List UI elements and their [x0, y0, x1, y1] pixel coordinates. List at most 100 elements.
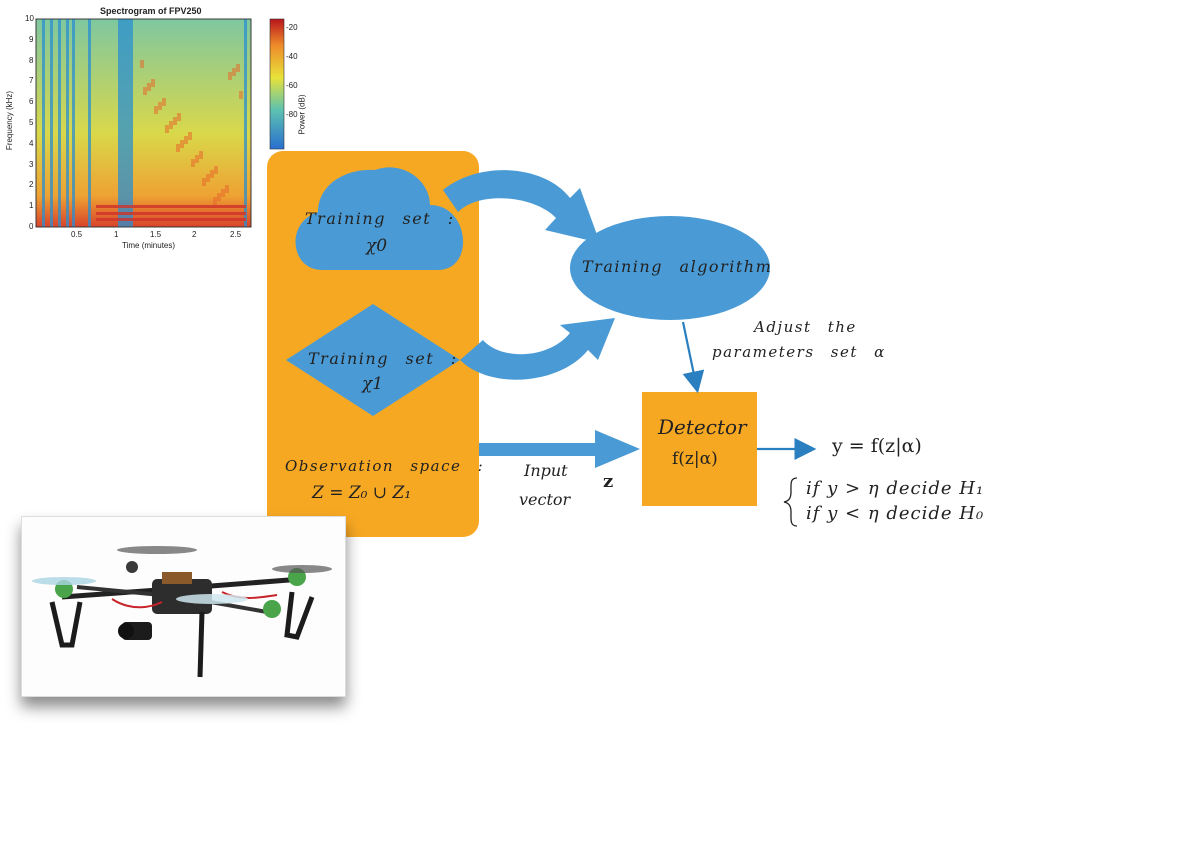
spectrogram-harmonic — [96, 218, 246, 221]
spectrogram-band — [88, 19, 91, 227]
spectrogram-speckle — [206, 174, 210, 182]
training-set-1-symbol: χ1 — [362, 374, 384, 394]
spectrogram-band — [244, 19, 247, 227]
quadcopter-illustration — [32, 546, 332, 678]
spectrogram-harmonic — [96, 212, 246, 215]
spectrogram-colorbar — [269, 18, 285, 150]
observation-space-label: Observation space : — [285, 457, 485, 475]
spectrogram-speckle — [177, 113, 181, 121]
y-tick-label: 1 — [29, 201, 34, 211]
y-tick-label: 7 — [29, 76, 34, 86]
input-vector-symbol: z — [603, 471, 614, 492]
colorbar-tick-label: -80 — [286, 110, 298, 119]
y-tick-label: 9 — [29, 34, 34, 44]
y-tick-label: 8 — [29, 55, 34, 65]
spectrogram-speckle — [140, 60, 144, 68]
spectrogram-speckle — [213, 197, 217, 205]
y-tick-label: 4 — [29, 138, 34, 148]
spectrogram-speckle — [184, 136, 188, 144]
arrow-set0-to-algorithm — [443, 170, 600, 243]
y-tick-label: 2 — [29, 180, 34, 190]
spectrogram-band — [50, 19, 53, 227]
y-tick-label: 10 — [25, 14, 34, 23]
spectrogram-speckle — [225, 185, 229, 193]
y-tick-label: 5 — [29, 118, 34, 127]
spectrogram-texture — [42, 19, 247, 227]
x-tick-label: 0.5 — [71, 230, 83, 239]
y-tick-label: 6 — [29, 97, 34, 107]
spectrogram-band — [58, 19, 61, 227]
observation-space-formula: Z = Z₀ ∪ Z₁ — [312, 483, 412, 503]
spectrogram-speckle — [236, 64, 240, 72]
colorbar-tick-label: -40 — [286, 52, 298, 61]
spectrogram-speckle — [188, 132, 192, 140]
spectrogram-speckle — [165, 125, 169, 133]
x-tick-label: 2 — [192, 230, 197, 239]
training-set-0-label: Training set : — [305, 209, 455, 228]
spectrogram-speckle — [214, 166, 218, 174]
spectrogram-speckle — [162, 98, 166, 106]
colorbar-tick-label: -60 — [286, 81, 298, 90]
spectrogram-speckle — [228, 72, 232, 80]
spectrogram-band — [42, 19, 45, 227]
spectrogram-speckle — [143, 87, 147, 95]
spectrogram-speckle — [217, 193, 221, 201]
spectrogram-speckle — [180, 140, 184, 148]
spectrogram-speckle — [195, 155, 199, 163]
arrow-set1-to-algorithm — [460, 318, 615, 380]
decision-rule-2: if y < η decide H₀ — [806, 503, 985, 524]
training-algorithm-label: Training algorithm — [582, 257, 773, 276]
spectrogram-band — [66, 19, 69, 227]
colorbar-label: Power (dB) — [297, 94, 307, 135]
detector-box — [642, 392, 757, 506]
spectrogram-speckle — [202, 178, 206, 186]
spectrogram-speckle — [239, 91, 243, 99]
detector-title: Detector — [658, 415, 747, 439]
spectrogram-speckle — [232, 68, 236, 76]
spectrogram-speckle — [169, 121, 173, 129]
training-set-0-cloud — [295, 167, 464, 270]
spectrogram-band — [72, 19, 75, 227]
spectrogram-speckle — [210, 170, 214, 178]
spectrogram-speckle — [199, 151, 203, 159]
spectrogram-harmonic — [96, 205, 246, 208]
adjust-label-line1: Adjust the — [754, 318, 857, 336]
input-label-line2: vector — [519, 490, 571, 509]
y-tick-label: 3 — [29, 159, 34, 169]
x-tick-label: 1 — [114, 230, 119, 239]
spectrogram-band — [124, 19, 130, 227]
y-tick-label: 0 — [29, 222, 34, 231]
arrow-input-to-detector — [479, 430, 640, 468]
spectrogram-xlabel: Time (minutes) — [122, 241, 176, 250]
training-set-0-symbol: χ0 — [366, 236, 388, 256]
arrow-algorithm-to-detector — [681, 321, 705, 394]
spectrogram-speckle — [154, 106, 158, 114]
training-set-1-diamond — [286, 304, 460, 416]
detector-function: f(z|α) — [672, 449, 718, 469]
spectrogram-band — [118, 19, 124, 227]
spectrogram-speckle — [176, 144, 180, 152]
training-set-1-label: Training set : — [308, 349, 458, 368]
spectrogram-speckle — [221, 189, 225, 197]
decision-rule-1: if y > η decide H₁ — [806, 478, 985, 499]
adjust-label-line2: parameters set α — [712, 343, 886, 361]
spectrogram-speckle — [158, 102, 162, 110]
spectrogram-speckle — [191, 159, 195, 167]
spectrogram-speckle — [173, 117, 177, 125]
output-equation: y = f(z|α) — [832, 435, 922, 457]
spectrogram-title: Spectrogram of FPV250 — [100, 6, 202, 16]
decision-brace — [783, 477, 798, 527]
spectrogram — [35, 18, 285, 228]
x-tick-label: 1.5 — [150, 230, 162, 239]
spectrogram-band — [130, 19, 133, 227]
spectrogram-speckle — [147, 83, 151, 91]
spectrogram-ylabel: Frequency (kHz) — [5, 90, 15, 151]
input-label-line1: Input — [524, 461, 568, 480]
x-tick-label: 2.5 — [230, 230, 242, 239]
training-algorithm-ellipse — [570, 216, 770, 320]
spectrogram-speckle — [151, 79, 155, 87]
spectrogram-plot-area — [35, 18, 252, 228]
drone-photo — [21, 516, 346, 697]
colorbar-tick-label: -20 — [286, 23, 298, 32]
